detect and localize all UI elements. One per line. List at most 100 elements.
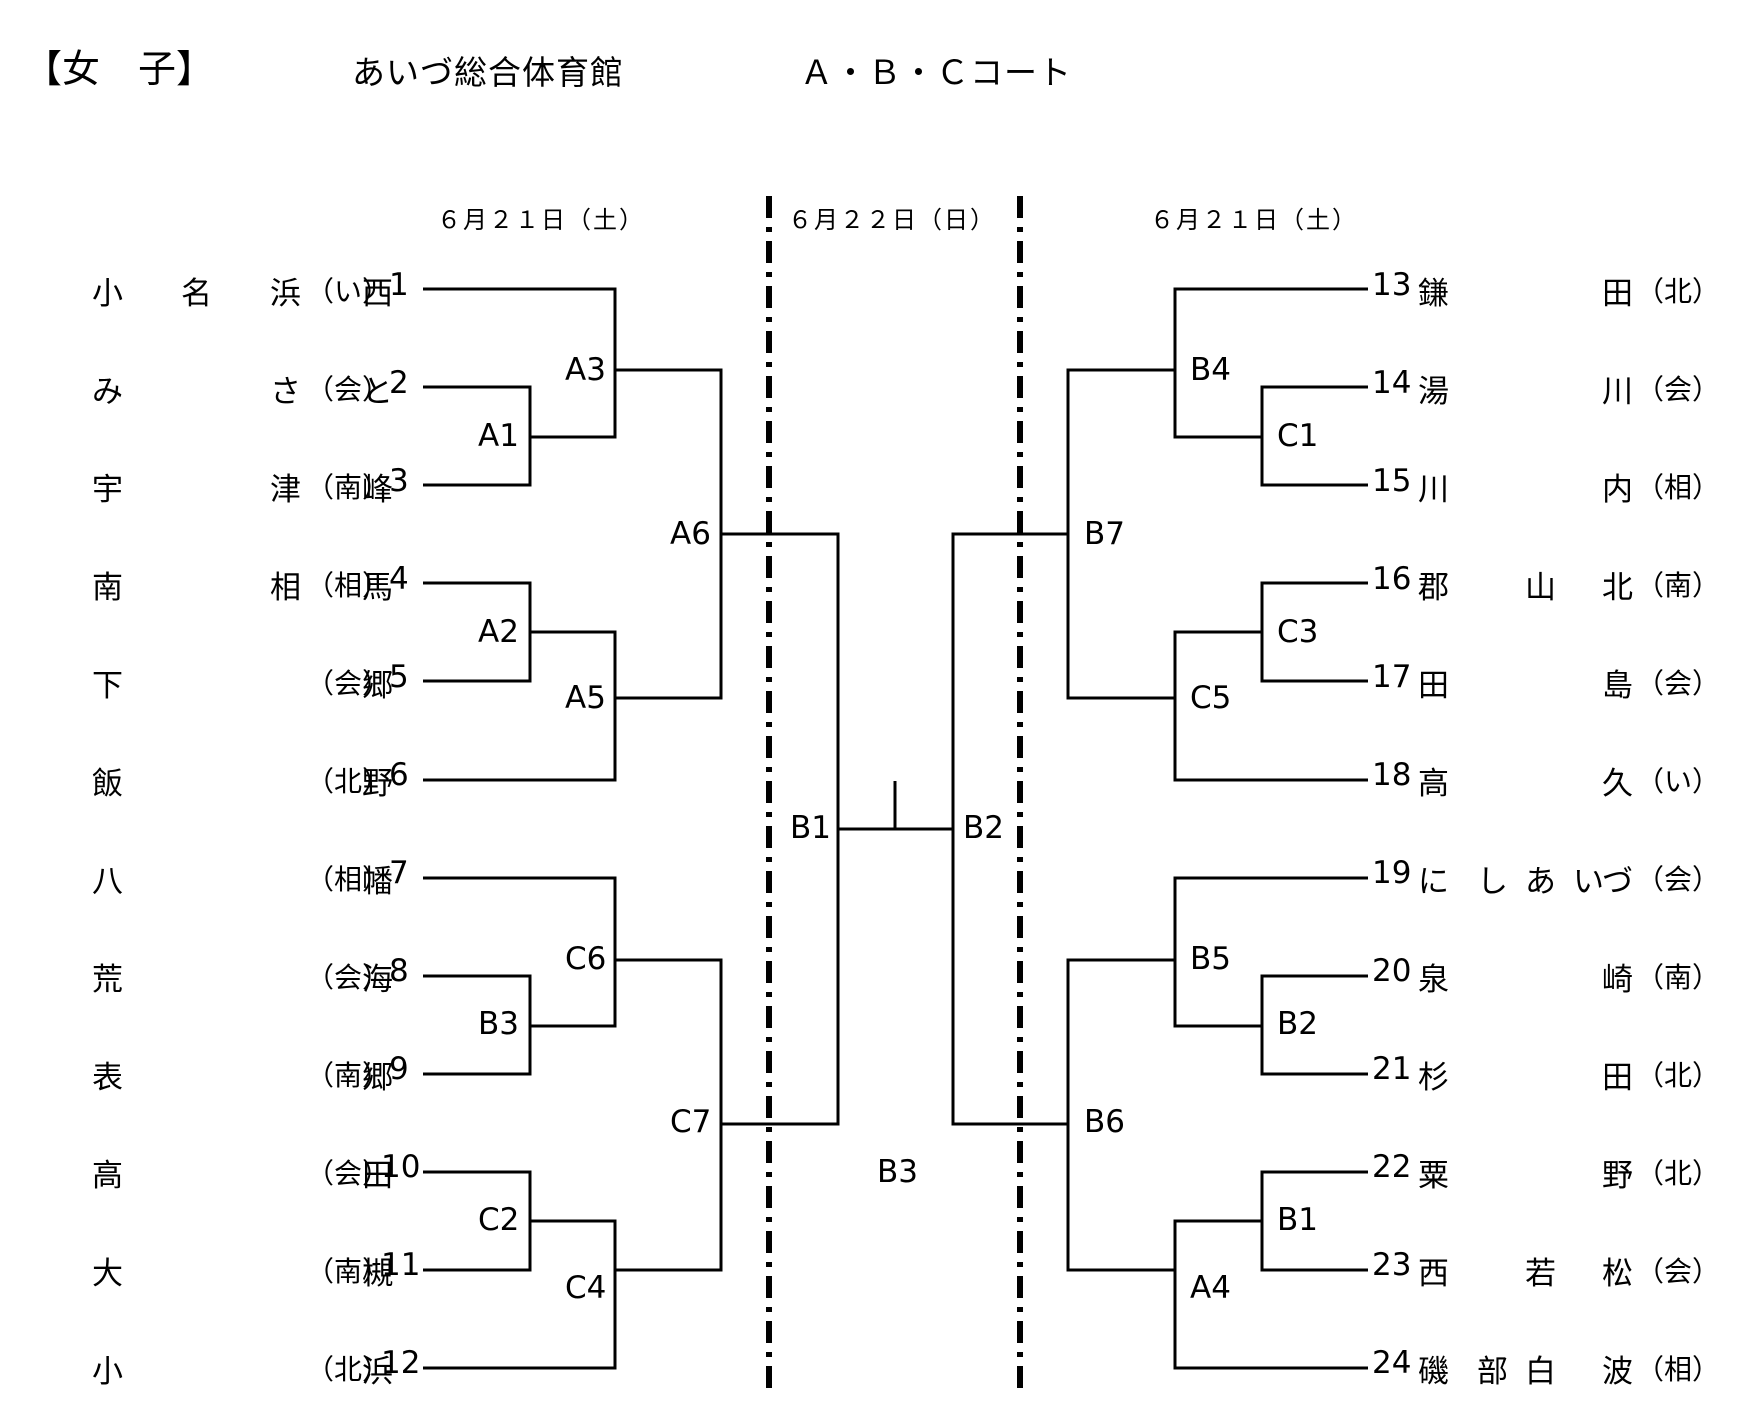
team-region: （相）: [1636, 471, 1721, 504]
team-number: 11: [381, 1247, 421, 1283]
team-name-char: 槻: [362, 1256, 393, 1292]
team-name-char: 浜: [362, 1354, 393, 1390]
team-region: （南）: [1636, 569, 1721, 602]
team-number: 10: [381, 1149, 421, 1185]
team-name-char: 波: [1602, 1354, 1633, 1390]
team-region: （会）: [306, 961, 391, 994]
match-code-right-c1: C1: [1277, 418, 1319, 454]
team-name-char: 大: [92, 1256, 123, 1292]
team-name-char: 宇: [92, 472, 123, 508]
team-name-char: 田: [1602, 1060, 1633, 1096]
team-name-char: 八: [92, 864, 123, 900]
team-name-char: 若: [1525, 1256, 1556, 1292]
match-code-left-c6: C6: [565, 941, 607, 977]
team-name-char: 高: [92, 1158, 123, 1194]
date-left: ６月２１日（土）: [437, 206, 645, 234]
team-number: 22: [1372, 1149, 1412, 1185]
team-name-char: 郡: [1418, 570, 1449, 606]
team-name-char: 津: [270, 472, 301, 508]
match-code-center-b2: B2: [963, 810, 1004, 846]
team-region: （会）: [306, 1157, 391, 1190]
match-code-right-b5: B5: [1190, 941, 1231, 977]
team-region: （相）: [306, 569, 391, 602]
match-code-right-c5: C5: [1190, 680, 1232, 716]
team-name-char: 野: [1602, 1158, 1633, 1194]
team-region: （南）: [306, 1059, 391, 1092]
team-number: 15: [1372, 463, 1412, 499]
match-code-right-b4: B4: [1190, 352, 1231, 388]
team-number: 13: [1372, 267, 1412, 303]
date-center: ６月２２日（日）: [788, 206, 996, 234]
team-number: 8: [389, 953, 409, 989]
team-name-char: 飯: [92, 766, 123, 802]
team-name-char: づ: [1602, 864, 1633, 900]
team-number: 5: [389, 659, 409, 695]
team-region: （会）: [1636, 373, 1721, 406]
team-region: （相）: [1636, 1353, 1721, 1386]
team-name-char: 崎: [1602, 962, 1633, 998]
team-name-char: 磯: [1418, 1354, 1449, 1390]
team-name-char: 川: [1418, 472, 1449, 508]
team-name-char: に: [1418, 864, 1449, 900]
team-region: （相）: [306, 863, 391, 896]
team-name-char: 西: [362, 276, 393, 312]
match-code-right-b1: B1: [1277, 1202, 1318, 1238]
team-name-char: 粟: [1418, 1158, 1449, 1194]
team-name-char: 馬: [362, 570, 393, 606]
team-name-char: 湯: [1418, 374, 1449, 410]
team-name-char: 部: [1477, 1354, 1508, 1390]
team-name-char: 野: [362, 766, 393, 802]
team-name-char: 山: [1525, 570, 1556, 606]
team-name-char: 相: [270, 570, 301, 606]
team-name-char: あ: [1525, 864, 1556, 900]
team-number: 19: [1372, 855, 1412, 891]
team-name-char: さ: [270, 374, 301, 410]
team-number: 21: [1372, 1051, 1412, 1087]
team-name-char: い: [1573, 864, 1604, 900]
match-code-right-b7: B7: [1084, 516, 1125, 552]
team-number: 18: [1372, 757, 1412, 793]
team-name-char: 杉: [1418, 1060, 1449, 1096]
match-code-left-a6: A6: [670, 516, 711, 552]
team-name-char: 荒: [92, 962, 123, 998]
team-name-char: 田: [1418, 668, 1449, 704]
team-name-char: 下: [92, 668, 123, 704]
team-name-char: 田: [1602, 276, 1633, 312]
team-name-char: し: [1477, 864, 1508, 900]
team-region: （会）: [1636, 667, 1721, 700]
team-name-char: 幡: [362, 864, 393, 900]
team-region: （北）: [1636, 1059, 1721, 1092]
team-name-char: 南: [92, 570, 123, 606]
match-code-left-c2: C2: [478, 1202, 520, 1238]
team-number: 16: [1372, 561, 1412, 597]
match-code-right-c3: C3: [1277, 614, 1319, 650]
team-name-char: 泉: [1418, 962, 1449, 998]
team-name-char: と: [362, 374, 393, 410]
team-name-char: 表: [92, 1060, 123, 1096]
team-name-char: 白: [1525, 1354, 1556, 1390]
match-code-right-a4: A4: [1190, 1270, 1231, 1306]
team-region: （北）: [306, 1353, 391, 1386]
team-name-char: 内: [1602, 472, 1633, 508]
match-code-center-b1: B1: [790, 810, 831, 846]
match-code-left-a3: A3: [565, 352, 606, 388]
team-region: （い）: [306, 275, 391, 308]
team-number: 23: [1372, 1247, 1412, 1283]
team-number: 3: [389, 463, 409, 499]
team-region: （北）: [1636, 1157, 1721, 1190]
match-code-left-a5: A5: [565, 680, 606, 716]
team-number: 1: [389, 267, 409, 303]
team-number: 14: [1372, 365, 1412, 401]
match-code-right-b2: B2: [1277, 1006, 1318, 1042]
team-name-char: 高: [1418, 766, 1449, 802]
team-name-char: 北: [1602, 570, 1633, 606]
team-name-char: 松: [1602, 1256, 1633, 1292]
team-region: （会）: [306, 667, 391, 700]
team-name-char: 川: [1602, 374, 1633, 410]
court-names: Ａ・Ｂ・Ｃコート: [800, 53, 1072, 92]
date-right: ６月２１日（土）: [1150, 206, 1358, 234]
team-name-char: 名: [181, 276, 212, 312]
team-region: （会）: [306, 373, 391, 406]
team-number: 9: [389, 1051, 409, 1087]
team-number: 4: [389, 561, 409, 597]
